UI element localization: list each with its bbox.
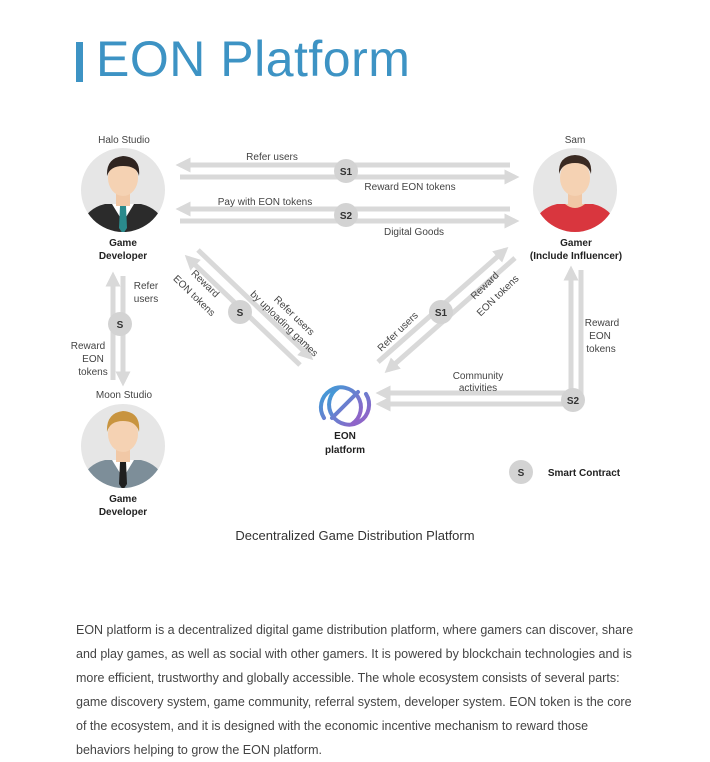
badge-s1-diag: [429, 300, 453, 324]
moon-role-2: Developer: [99, 507, 147, 518]
sam-role-2: (Include Influencer): [530, 251, 622, 262]
label-left-reward-2: EON: [82, 354, 104, 365]
label-right-reward-2: EON: [589, 331, 611, 342]
legend-badge: [509, 460, 533, 484]
badge-s2-right: [561, 388, 585, 412]
legend-badge-label: S: [518, 468, 525, 479]
sam-avatar: [533, 148, 617, 232]
body-paragraph: EON platform is a decentralized digital …: [76, 623, 634, 757]
badge-s2-top: [334, 203, 358, 227]
page-title: EON Platform: [96, 31, 411, 87]
badge-s2-right-label: S2: [567, 396, 580, 407]
badge-s-left-label: S: [117, 320, 124, 331]
legend-label: Smart Contract: [548, 468, 621, 479]
label-left-refer-2: users: [134, 294, 158, 305]
label-left-refer-1: Refer: [134, 281, 159, 292]
label-left-reward-3: tokens: [78, 367, 107, 378]
eon-label-2: platform: [325, 445, 365, 456]
eon-logo: [318, 385, 372, 427]
label-right-reward-1: Reward: [585, 318, 619, 329]
halo-studio-name: Halo Studio: [98, 135, 150, 146]
body-paragraph-container: EON platform is a decentralized digital …: [76, 618, 636, 762]
halo-role-2: Developer: [99, 251, 147, 262]
label-refer-users: Refer users: [246, 152, 298, 163]
eon-flow-diagram: S1 S2 S S S1 S2 S Refer users Reward EON…: [71, 135, 622, 518]
badge-s-diag-label: S: [237, 308, 244, 319]
diagram-caption: Decentralized Game Distribution Platform: [235, 528, 475, 543]
label-digital-goods: Digital Goods: [384, 227, 444, 238]
label-reward-eon-tokens: Reward EON tokens: [364, 182, 455, 193]
badge-s2-top-label: S2: [340, 211, 353, 222]
sam-name: Sam: [565, 135, 586, 146]
label-pay-with-eon: Pay with EON tokens: [218, 197, 312, 208]
label-right-reward-3: tokens: [586, 344, 615, 355]
moon-studio-name: Moon Studio: [96, 390, 153, 401]
halo-role-1: Game: [109, 238, 137, 249]
moon-studio-avatar: [81, 404, 165, 488]
badge-s-diag: [228, 300, 252, 324]
moon-role-1: Game: [109, 494, 137, 505]
eon-label-1: EON: [334, 431, 356, 442]
title-accent-bar: [76, 42, 83, 82]
arrow-diag-left-down: [196, 248, 314, 361]
halo-studio-avatar: [81, 148, 165, 232]
label-left-reward-1: Reward: [71, 341, 105, 352]
sam-role-1: Gamer: [560, 238, 592, 249]
badge-s1-top: [334, 159, 358, 183]
label-community-1: Community: [453, 371, 504, 382]
label-community-2: activities: [459, 383, 497, 394]
badge-s1-diag-label: S1: [435, 308, 448, 319]
badge-s1-top-label: S1: [340, 167, 353, 178]
badge-s-left: [108, 312, 132, 336]
